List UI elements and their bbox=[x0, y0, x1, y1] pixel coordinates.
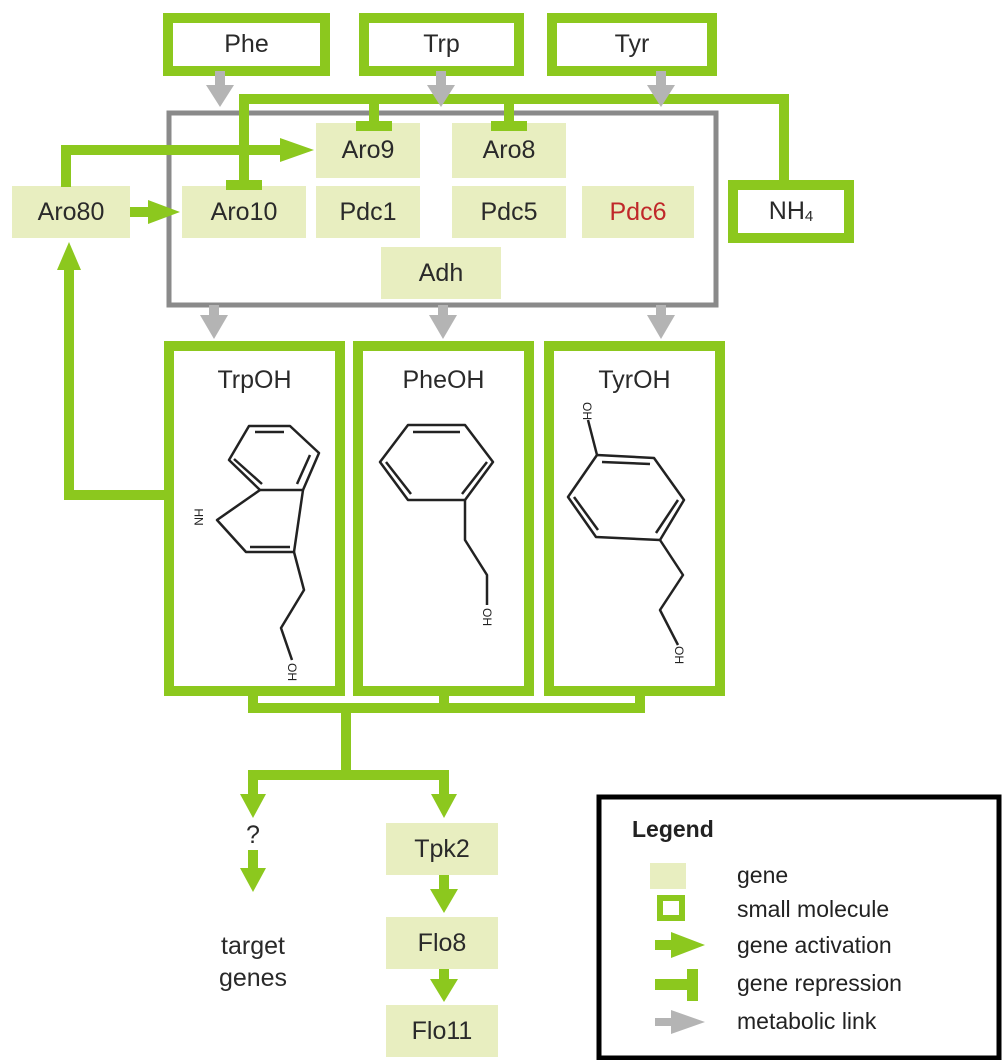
atom-oh-pheoh: OH bbox=[480, 608, 494, 626]
molecule-box-tyr bbox=[547, 13, 717, 76]
legend-swatch-gene bbox=[650, 863, 686, 889]
phenylethanol-structure bbox=[378, 423, 495, 605]
nh4-repression-lines bbox=[239, 94, 789, 185]
label-aro8: Aro8 bbox=[482, 136, 536, 164]
gene-box-pdc5 bbox=[452, 186, 566, 238]
gene-box-pdc1 bbox=[316, 186, 420, 238]
label-trpoh: TrpOH bbox=[217, 365, 292, 394]
label-tyroh: TyrOH bbox=[598, 365, 671, 394]
gene-box-aro8 bbox=[452, 123, 566, 178]
gene-box-flo11 bbox=[386, 1005, 498, 1057]
legend-label-metabolic-link: metabolic link bbox=[737, 1008, 877, 1034]
legend-box bbox=[596, 794, 1002, 1060]
label-unknown-target: ? bbox=[246, 820, 260, 849]
tryptophol-structure bbox=[215, 424, 321, 661]
legend-title: Legend bbox=[632, 816, 714, 842]
label-tyr: Tyr bbox=[614, 30, 650, 58]
label-tpk2: Tpk2 bbox=[414, 834, 470, 863]
tpk2-flo8-arrow bbox=[430, 875, 458, 913]
flo8-flo11-arrow bbox=[430, 969, 458, 1002]
label-target-line1: target bbox=[221, 931, 285, 960]
unknown-to-target-arrow bbox=[240, 850, 266, 892]
atom-oh-tyroh-bottom: OH bbox=[672, 646, 686, 664]
metabolic-links bbox=[200, 71, 675, 339]
gene-box-aro10 bbox=[182, 186, 306, 238]
label-nh4-subscript: 4 bbox=[804, 208, 814, 225]
legend-swatch-metabolic-link bbox=[655, 1010, 705, 1034]
label-nh4-base: NH bbox=[768, 197, 805, 225]
tyrosol-structure bbox=[566, 419, 686, 646]
label-aro80: Aro80 bbox=[37, 197, 105, 226]
atom-nh-trpoh: HN bbox=[191, 508, 206, 526]
gene-box-pdc6 bbox=[582, 186, 694, 238]
product-convergence-lines bbox=[248, 691, 645, 800]
gene-box-aro9 bbox=[316, 123, 420, 178]
gene-box-flo8 bbox=[386, 917, 498, 969]
label-pdc1: Pdc1 bbox=[339, 197, 397, 226]
label-phe: Phe bbox=[224, 30, 269, 58]
label-flo11: Flo11 bbox=[411, 1016, 473, 1045]
legend-label-small-molecule: small molecule bbox=[737, 896, 890, 922]
label-aro10: Aro10 bbox=[210, 197, 278, 226]
molecule-box-nh4 bbox=[728, 180, 854, 243]
atom-oh-tyroh-top: OH bbox=[580, 402, 594, 420]
repression-bars bbox=[226, 121, 527, 190]
label-pdc5: Pdc5 bbox=[480, 197, 538, 226]
legend-label-gene-repression: gene repression bbox=[737, 970, 902, 996]
trpoh-activation-arrow bbox=[57, 242, 169, 500]
label-target-line2: genes bbox=[218, 963, 288, 992]
legend-swatch-small-molecule bbox=[657, 895, 685, 921]
legend-swatch-gene-activation bbox=[655, 932, 705, 958]
molecule-box-tyroh bbox=[544, 341, 725, 696]
aro80-activation-arrows bbox=[61, 138, 314, 224]
legend-label-gene-activation: gene activation bbox=[737, 932, 892, 958]
label-pheoh: PheOH bbox=[402, 365, 485, 394]
gene-box-adh bbox=[381, 247, 501, 299]
legend-label-gene: gene bbox=[737, 862, 789, 888]
gene-box-aro80 bbox=[12, 186, 130, 238]
legend-swatch-gene-repression bbox=[655, 969, 698, 1001]
label-trp: Trp bbox=[423, 30, 460, 58]
atom-oh-trpoh: OH bbox=[285, 663, 299, 681]
molecule-box-phe bbox=[163, 13, 330, 76]
gene-box-tpk2 bbox=[386, 823, 498, 875]
label-pdc6: Pdc6 bbox=[609, 197, 667, 226]
label-aro9: Aro9 bbox=[341, 136, 395, 164]
label-flo8: Flo8 bbox=[417, 928, 467, 957]
downstream-arrowheads bbox=[240, 794, 457, 818]
label-adh: Adh bbox=[418, 258, 464, 287]
